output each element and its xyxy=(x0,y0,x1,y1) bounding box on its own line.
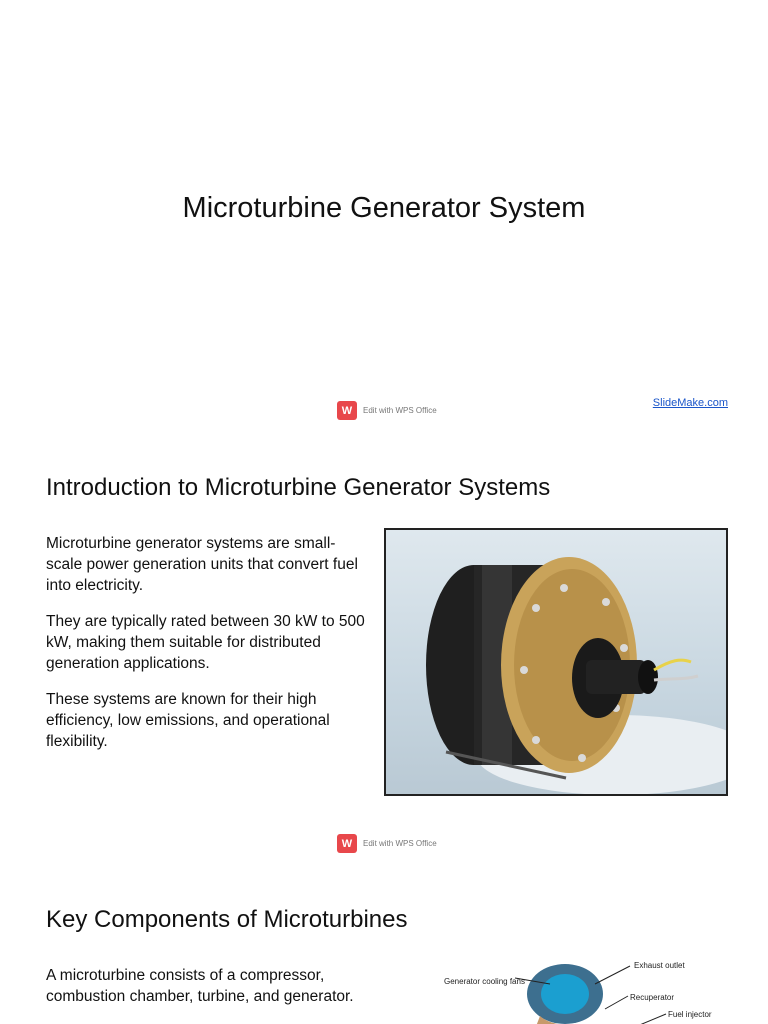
label-fuel-injector: Fuel injector xyxy=(668,1010,712,1019)
intro-paragraph-2: They are typically rated between 30 kW t… xyxy=(46,613,365,672)
microturbine-generator-image xyxy=(426,557,726,794)
intro-heading: Introduction to Microturbine Generator S… xyxy=(46,474,551,501)
components-slide: Key Components of Microturbines A microt… xyxy=(0,864,768,1024)
microturbine-photo xyxy=(384,528,728,796)
intro-paragraph-1: Microturbine generator systems are small… xyxy=(46,535,358,594)
intro-slide: Introduction to Microturbine Generator S… xyxy=(0,432,768,864)
label-exhaust-outlet: Exhaust outlet xyxy=(634,961,685,970)
title-slide: Microturbine Generator System W Edit wit… xyxy=(0,0,768,432)
wps-logo-icon: W xyxy=(337,834,357,853)
components-paragraph: A microturbine consists of a compressor,… xyxy=(46,967,354,1005)
wps-edit-badge-2[interactable]: W Edit with WPS Office xyxy=(337,834,437,853)
slide-title: Microturbine Generator System xyxy=(182,192,586,224)
wps-edit-text: Edit with WPS Office xyxy=(363,406,437,415)
slidemake-link[interactable]: SlideMake.com xyxy=(652,397,728,409)
wps-logo-icon: W xyxy=(337,401,357,420)
components-heading: Key Components of Microturbines xyxy=(46,906,408,933)
wps-edit-badge[interactable]: W Edit with WPS Office xyxy=(337,401,437,420)
wps-edit-text: Edit with WPS Office xyxy=(363,839,437,848)
microturbine-cutaway-diagram: Exhaust outlet Generator cooling fans Re… xyxy=(430,954,730,1024)
cutaway-diagram-image: Exhaust outlet Generator cooling fans Re… xyxy=(444,961,712,1024)
label-generator-cooling-fans: Generator cooling fans xyxy=(444,977,525,986)
label-recuperator: Recuperator xyxy=(630,993,674,1002)
intro-paragraph-3: These systems are known for their high e… xyxy=(46,691,330,750)
